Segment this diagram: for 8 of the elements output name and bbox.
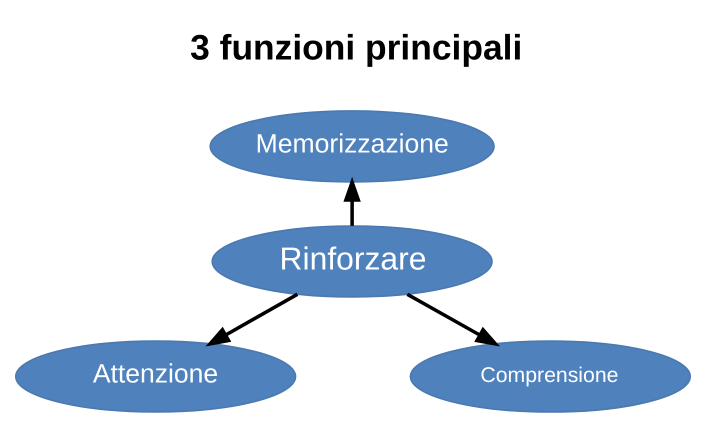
diagram-title: 3 funzioni principali: [190, 28, 522, 68]
node-ellipse: Memorizzazione: [209, 110, 495, 183]
arrow: [205, 292, 298, 347]
node-ellipse: Rinforzare: [211, 225, 493, 298]
arrow: [343, 176, 361, 226]
node-ellipse: Attenzione: [14, 340, 296, 413]
node-ellipse: Comprensione: [410, 340, 692, 413]
arrow: [406, 292, 500, 346]
